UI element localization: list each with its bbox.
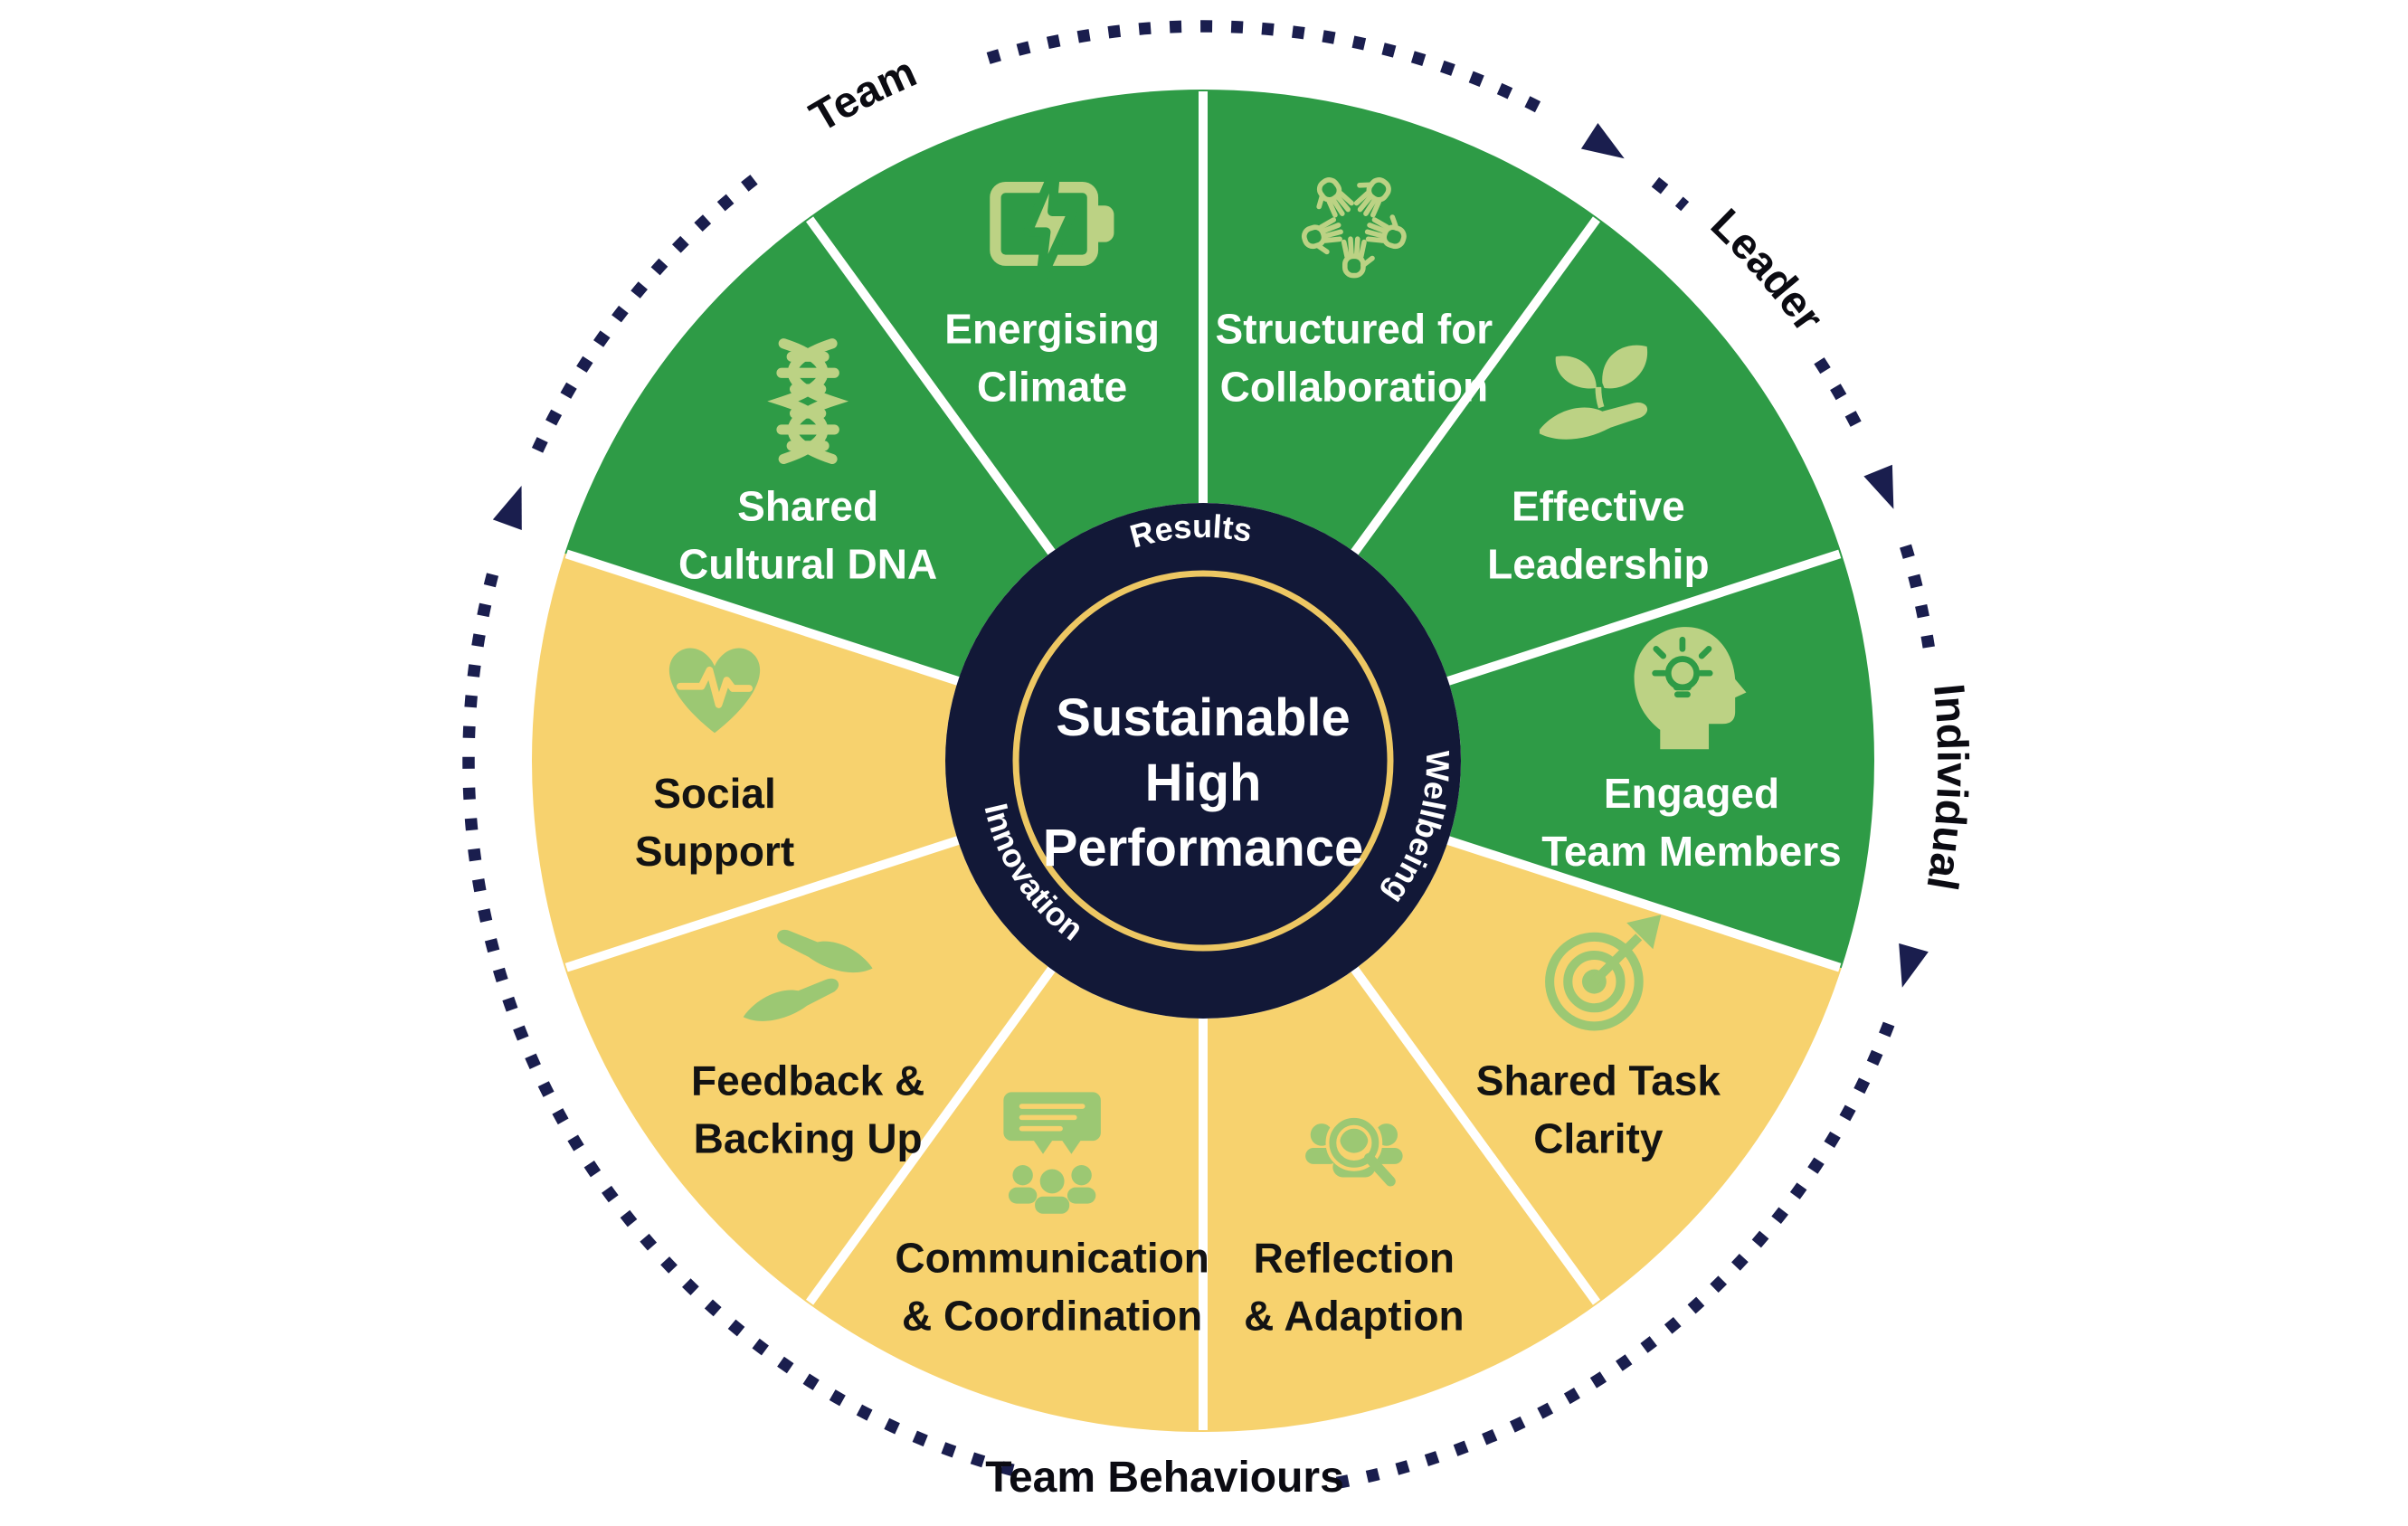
- cycle-arrowhead-icon: [1899, 943, 1929, 988]
- segment-divider: [1347, 962, 1601, 1305]
- segment-effective-leadership: [1354, 217, 1842, 681]
- segment-divider: [1347, 216, 1601, 560]
- dotted-cycle-arc: [531, 169, 765, 453]
- segment-energising-climate: [808, 90, 1203, 553]
- segment-wedge: [564, 840, 1052, 1304]
- segment-label: Climate: [977, 363, 1127, 410]
- segment-wedge: [808, 969, 1203, 1432]
- dotted-cycle-arc: [1329, 1021, 1895, 1491]
- segment-label: Shared Task: [1476, 1057, 1721, 1104]
- segment-divider: [1441, 549, 1842, 687]
- segment-label: Leadership: [1487, 541, 1709, 588]
- segment-label: Communication: [895, 1235, 1209, 1282]
- center-title-line: Sustainable: [1056, 688, 1351, 747]
- segment-engaged-team-members: [1448, 553, 1874, 969]
- segment-communication-coordination: [808, 969, 1203, 1432]
- segment-label: Collaboration: [1220, 363, 1488, 410]
- segment-label: Feedback &: [691, 1057, 924, 1104]
- segment-wedge: [1448, 553, 1874, 969]
- outer-ring-label: Individual: [1917, 682, 1976, 894]
- segment-label: Reflection: [1254, 1235, 1455, 1282]
- segment-label: & Adaption: [1244, 1293, 1465, 1340]
- segment-label: Energising: [944, 305, 1160, 352]
- segment-label: Clarity: [1533, 1114, 1664, 1161]
- dotted-cycle-arc: [1900, 544, 1937, 659]
- segment-divider: [1441, 834, 1842, 972]
- segment-feedback-backing-up: [564, 840, 1052, 1304]
- segment-wedge: [1203, 90, 1598, 553]
- cycle-arrowhead-icon: [492, 485, 522, 531]
- segment-wedge: [808, 90, 1203, 553]
- segment-label: & Coordination: [902, 1293, 1202, 1340]
- center-title-line: Performance: [1043, 819, 1364, 877]
- dotted-cycle-arc: [1651, 176, 1690, 212]
- segment-social-support: [532, 553, 958, 969]
- segment-divider: [805, 962, 1059, 1305]
- segment-label: Backing Up: [694, 1114, 923, 1161]
- segment-label: Structured for: [1216, 305, 1493, 352]
- segment-wedge: [1203, 969, 1598, 1432]
- segment-wedge: [1354, 217, 1842, 681]
- dotted-cycle-arc: [1814, 357, 1863, 431]
- segment-wedge: [532, 553, 958, 969]
- segment-label: Support: [635, 828, 794, 875]
- outer-ring-label-text: Leader: [1702, 200, 1833, 340]
- outer-ring-label: Team Behaviours: [985, 1454, 1344, 1502]
- outer-ring-label-text: Team: [802, 48, 924, 141]
- segment-label: Team Members: [1541, 828, 1842, 875]
- cycle-arrowhead-icon: [1580, 122, 1625, 159]
- outer-ring-label-text: Individual: [1917, 682, 1976, 894]
- center-title-line: High: [1145, 754, 1262, 812]
- segment-reflection-adaption: [1203, 969, 1598, 1432]
- center-hub: [945, 503, 1461, 1019]
- segment-label: Cultural DNA: [678, 541, 937, 588]
- cycle-arrowhead-icon: [1863, 464, 1894, 509]
- dotted-cycle-arc: [986, 20, 1551, 118]
- segment-divider: [564, 834, 965, 972]
- segment-label: Shared: [737, 483, 878, 530]
- segment-wedge: [1354, 840, 1842, 1304]
- segment-label: Social: [653, 770, 776, 817]
- gold-ring: [1012, 570, 1394, 952]
- segment-label: Engaged: [1604, 770, 1779, 817]
- segment-structured-for-collaboration: [1203, 90, 1598, 553]
- outer-ring-label: Team: [802, 48, 924, 141]
- segment-shared-task-clarity: [1354, 840, 1842, 1304]
- segment-divider: [564, 549, 965, 687]
- outer-ring-label: Leader: [1702, 200, 1833, 340]
- segment-label: Effective: [1512, 483, 1685, 530]
- segment-divider: [805, 216, 1059, 560]
